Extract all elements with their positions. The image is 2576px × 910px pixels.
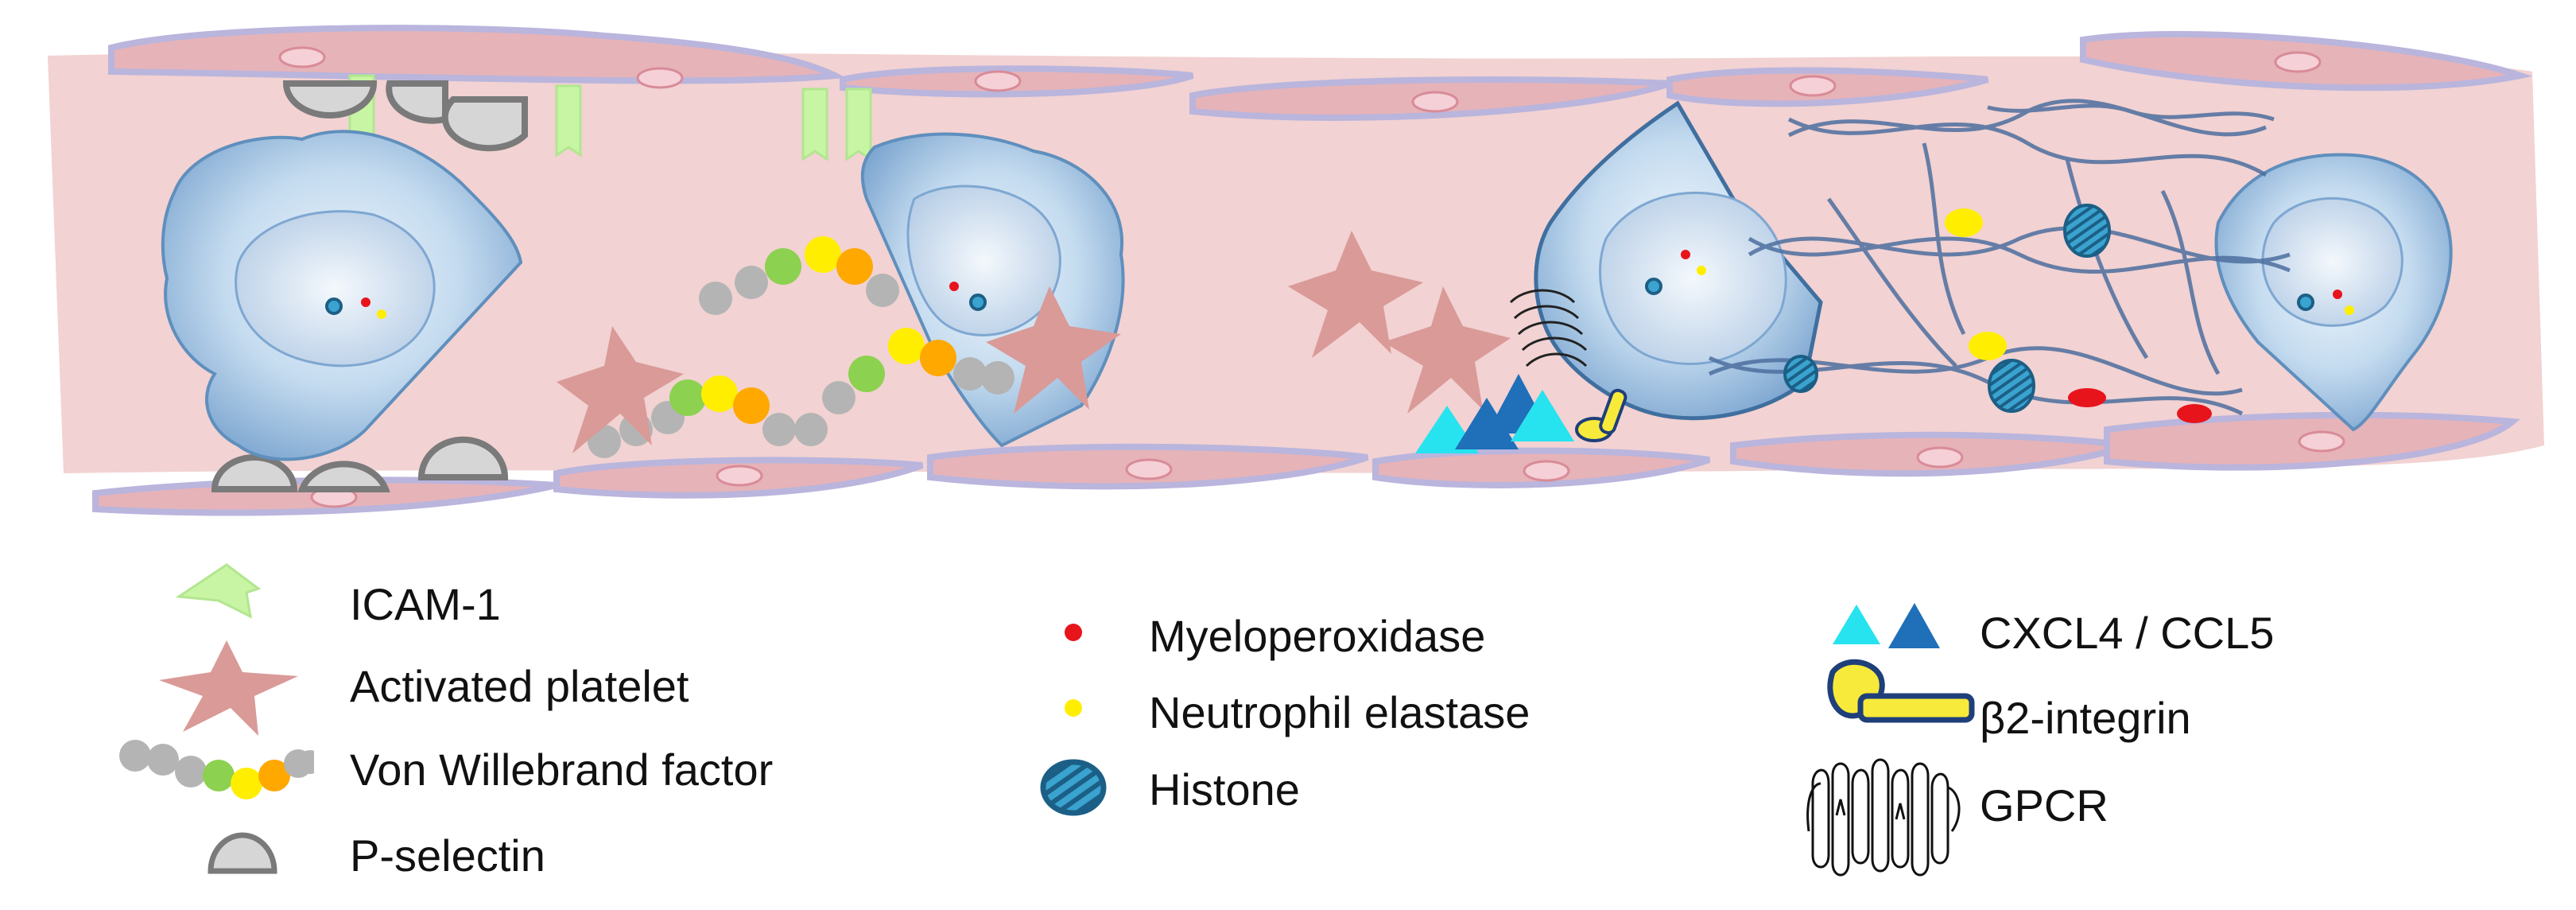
activated-platelets [557, 231, 1511, 453]
endothelium-bottom-nuclei [310, 430, 2345, 508]
legend-pselectin-label: P-selectin [350, 830, 545, 881]
p-selectin-bottom [211, 436, 509, 492]
net-histones [325, 204, 2314, 413]
neutrophil-netosis [1534, 100, 1823, 421]
elastase-icon [1065, 699, 1082, 717]
endothelium-top-nuclei [278, 46, 2322, 113]
vwf-icon [119, 740, 314, 799]
gpcr-on-cell [1509, 289, 1588, 368]
vwf-chain [588, 236, 1014, 458]
beta2-integrin-icon [1827, 659, 1975, 723]
histone-icon [1040, 759, 1107, 816]
legend-histone-label: Histone [1149, 764, 1300, 815]
vessel-lumen [48, 52, 2544, 473]
chemokines [1415, 374, 1574, 453]
legend-platelet-label: Activated platelet [350, 661, 689, 711]
p-selectin-icon [208, 832, 277, 874]
integrin-on-cell [1575, 388, 1627, 442]
blood-vessel-diagram [48, 25, 2544, 516]
myeloperoxidase-icon [1065, 624, 1082, 641]
icam1-icon [175, 563, 262, 619]
legend-gpcr-label: GPCR [1980, 780, 2109, 830]
gpcr-icon [1806, 758, 1961, 877]
cxcl4-ccl5-icon [1833, 603, 1940, 648]
p-selectin-top [282, 80, 528, 152]
legend-mpo-label: Myeloperoxidase [1149, 611, 1486, 661]
neutrophil-left [161, 130, 523, 461]
legend-vwf-label: Von Willebrand factor [350, 745, 774, 795]
legend-icam1-label: ICAM-1 [350, 579, 501, 629]
activated-platelet-icon [159, 640, 298, 736]
granules [361, 208, 2354, 423]
legend-cxcl4-label: CXCL4 / CCL5 [1980, 608, 2275, 658]
legend-integrin-label: β2-integrin [1980, 693, 2191, 743]
legend-elastase-label: Neutrophil elastase [1149, 687, 1530, 737]
